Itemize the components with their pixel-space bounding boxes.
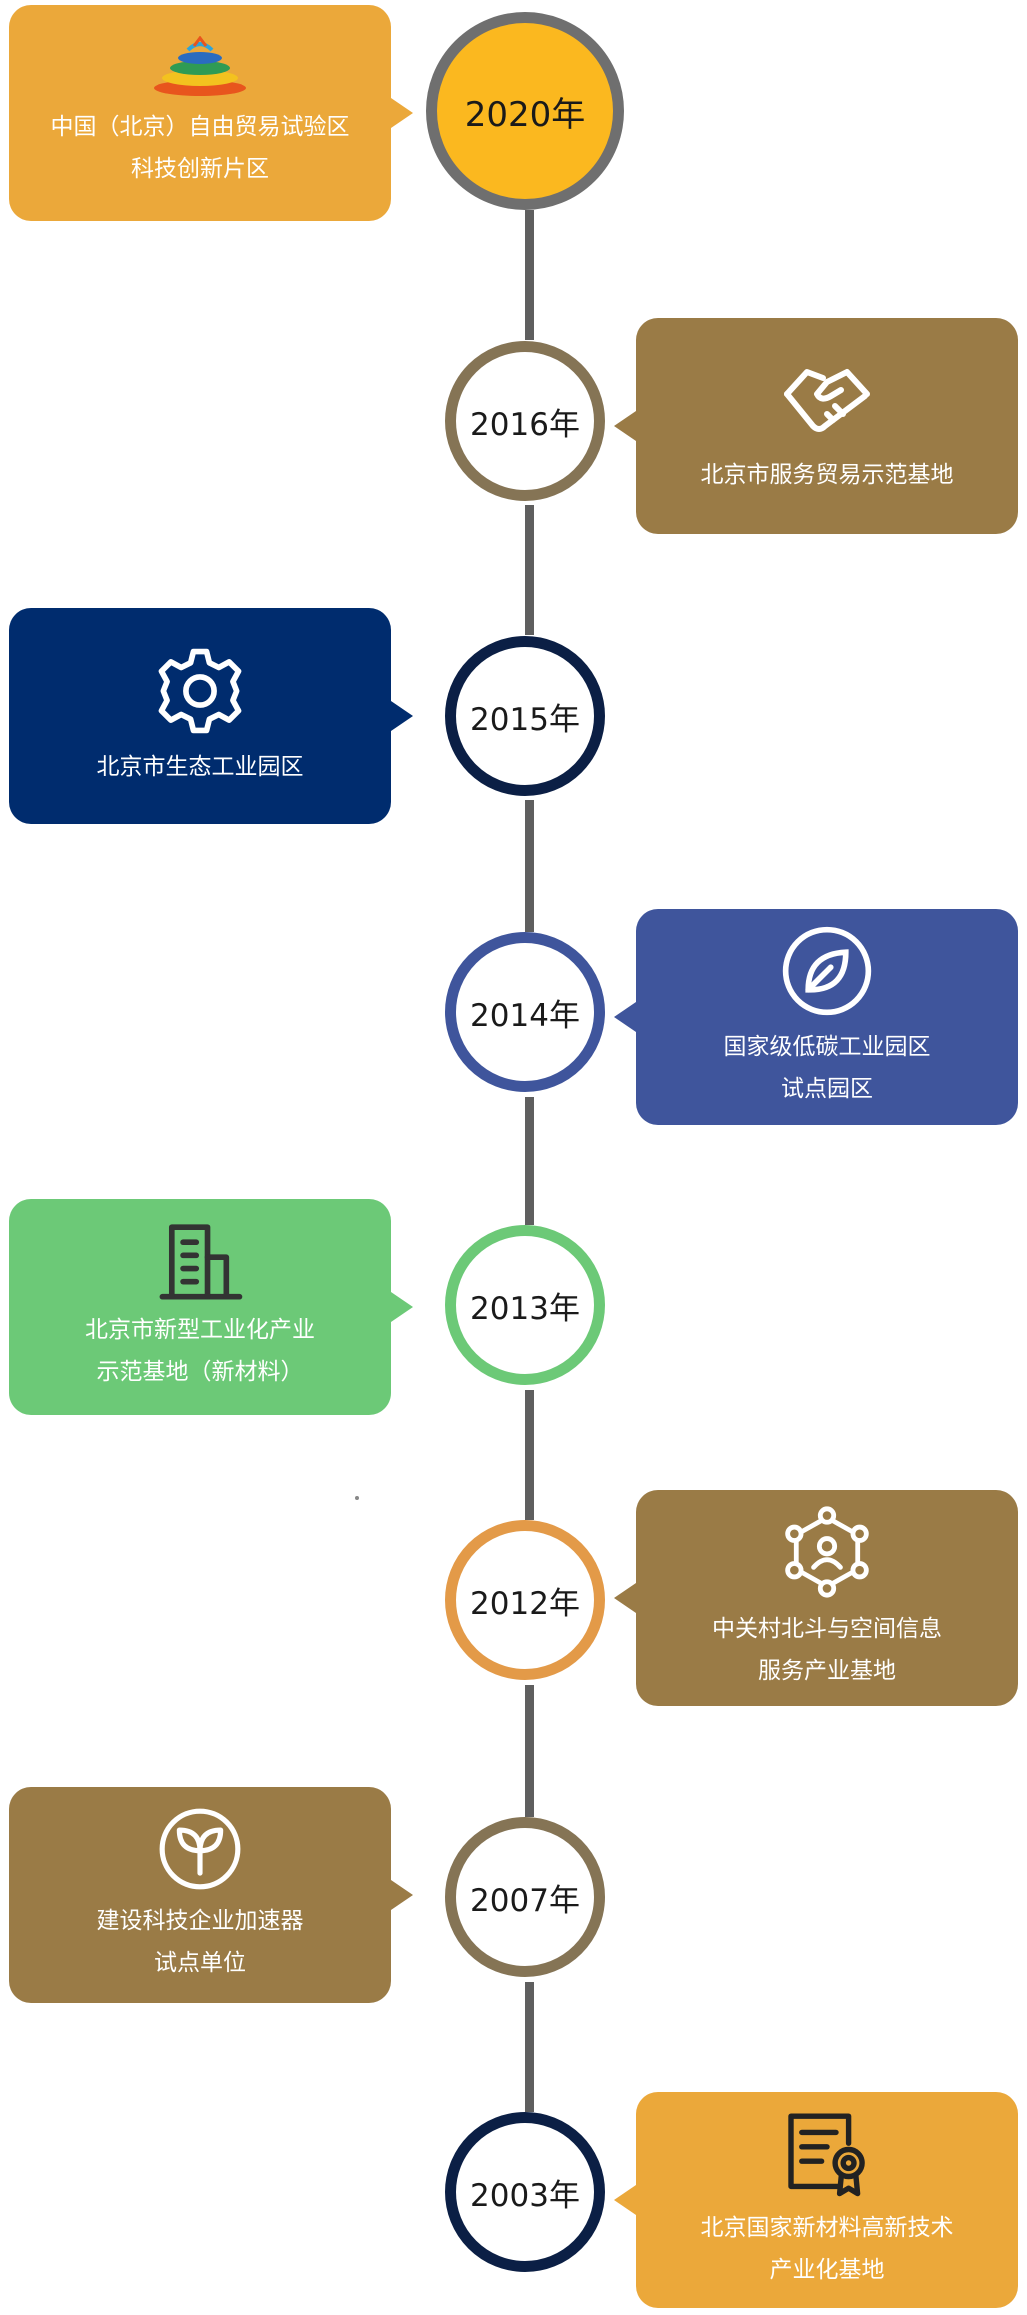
milestone-label-line2: 科技创新片区 (131, 156, 269, 182)
year-circle-2016: 2016年 (445, 341, 605, 501)
timeline-connector (525, 210, 534, 340)
year-circle-2015: 2015年 (445, 636, 605, 796)
sprout-icon (159, 1808, 241, 1890)
network-icon (785, 1506, 869, 1598)
timeline-connector (525, 1685, 534, 1817)
milestone-label-line1: 北京国家新材料高新技术 (700, 2215, 954, 2241)
timeline-connector (525, 1097, 534, 1225)
timeline-connector (525, 505, 534, 635)
gear-icon (158, 648, 242, 734)
year-circle-2020: 2020年 (426, 12, 624, 210)
milestone-label-line2: 试点单位 (154, 1950, 246, 1976)
fta-logo-icon (154, 36, 246, 96)
milestone-label-line1: 北京市生态工业园区 (96, 754, 304, 780)
milestone-card-2013: 北京市新型工业化产业 示范基地（新材料） (9, 1199, 413, 1415)
year-circle-2003: 2003年 (445, 2112, 605, 2272)
stray-dot (355, 1496, 359, 1500)
milestone-card-2007: 建设科技企业加速器 试点单位 (9, 1787, 413, 2003)
milestone-label-line2: 产业化基地 (769, 2257, 885, 2283)
milestone-label-line1: 国家级低碳工业园区 (723, 1034, 931, 1060)
year-circle-2014: 2014年 (445, 932, 605, 1092)
timeline-connector (525, 800, 534, 932)
building-icon (159, 1224, 243, 1300)
milestone-label-line1: 建设科技企业加速器 (96, 1908, 304, 1934)
milestone-card-2020: 中国（北京）自由贸易试验区 科技创新片区 (9, 5, 413, 221)
leaf-icon (782, 926, 872, 1016)
milestone-label-line2: 试点园区 (781, 1076, 873, 1102)
timeline-connector (525, 1390, 534, 1520)
certificate-icon (788, 2113, 865, 2197)
milestone-label-line1: 北京市服务贸易示范基地 (700, 462, 954, 488)
milestone-card-2015: 北京市生态工业园区 (9, 608, 413, 824)
milestone-label-line2: 服务产业基地 (758, 1658, 896, 1684)
milestone-card-2014: 国家级低碳工业园区 试点园区 (614, 909, 1018, 1125)
milestone-label-line2: 示范基地（新材料） (96, 1359, 304, 1385)
milestone-card-2016: 北京市服务贸易示范基地 (614, 318, 1018, 534)
year-circle-2013: 2013年 (445, 1225, 605, 1385)
milestone-card-2003: 北京国家新材料高新技术 产业化基地 (614, 2092, 1018, 2308)
year-circle-2012: 2012年 (445, 1520, 605, 1680)
year-circle-2007: 2007年 (445, 1817, 605, 1977)
timeline-connector (525, 1982, 534, 2112)
milestone-label-line1: 北京市新型工业化产业 (85, 1317, 315, 1343)
milestone-card-2012: 中关村北斗与空间信息 服务产业基地 (614, 1490, 1018, 1706)
milestone-label-line1: 中国（北京）自由贸易试验区 (50, 114, 350, 140)
milestone-label-line1: 中关村北斗与空间信息 (712, 1616, 942, 1642)
handshake-icon (784, 369, 870, 432)
